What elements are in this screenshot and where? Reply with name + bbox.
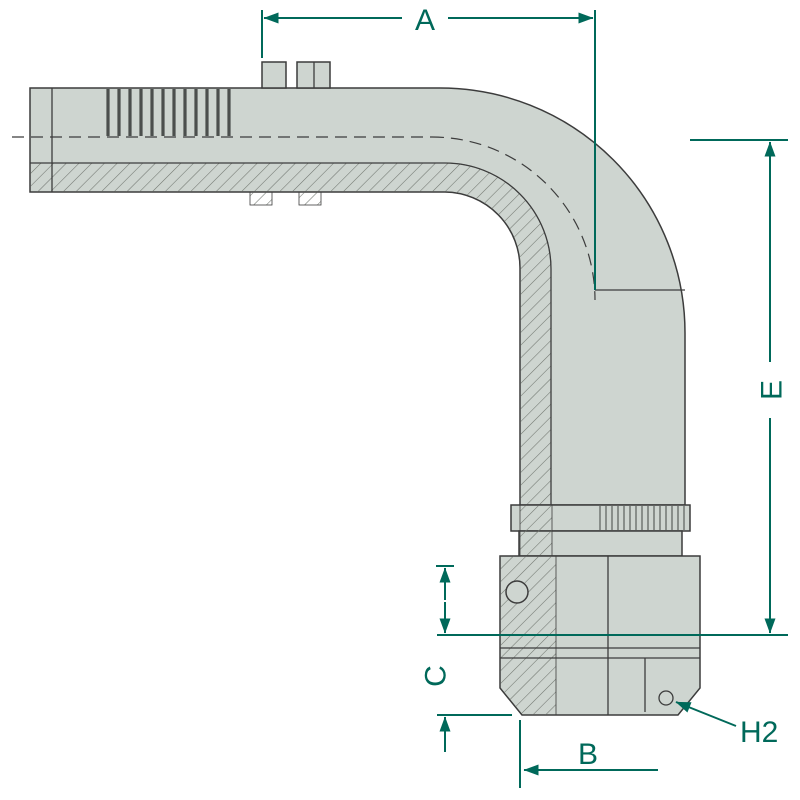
dimension-c: C <box>420 565 512 752</box>
swivel-nut <box>499 504 701 716</box>
fitting-body <box>29 61 686 506</box>
crimp-tab <box>261 61 287 89</box>
dim-label-b: B <box>578 738 598 771</box>
centerlines <box>12 136 596 301</box>
dim-label-a: A <box>415 4 435 37</box>
leader-line <box>675 701 737 727</box>
detent-ball <box>505 580 529 604</box>
hex-chamfer-circle <box>658 690 674 706</box>
knurl-lines <box>599 506 685 530</box>
hose-barb-ribs <box>106 89 231 136</box>
bore-edge-arc <box>444 162 552 270</box>
section-hatch-collar <box>519 504 553 557</box>
dimension-h2: H2 <box>675 701 778 749</box>
section-hatch-elbow <box>29 162 552 506</box>
elbow-body <box>29 87 686 506</box>
dim-label-e: E <box>756 380 789 400</box>
dim-label-h2: H2 <box>740 716 778 749</box>
centerline-arc <box>431 136 596 301</box>
dim-label-c: C <box>420 665 453 687</box>
dimension-a: A <box>261 4 596 290</box>
crimp-tooth <box>249 191 273 206</box>
dimension-e: E <box>437 139 789 636</box>
crimp-tooth <box>298 191 322 206</box>
dimension-b: B <box>519 720 658 788</box>
